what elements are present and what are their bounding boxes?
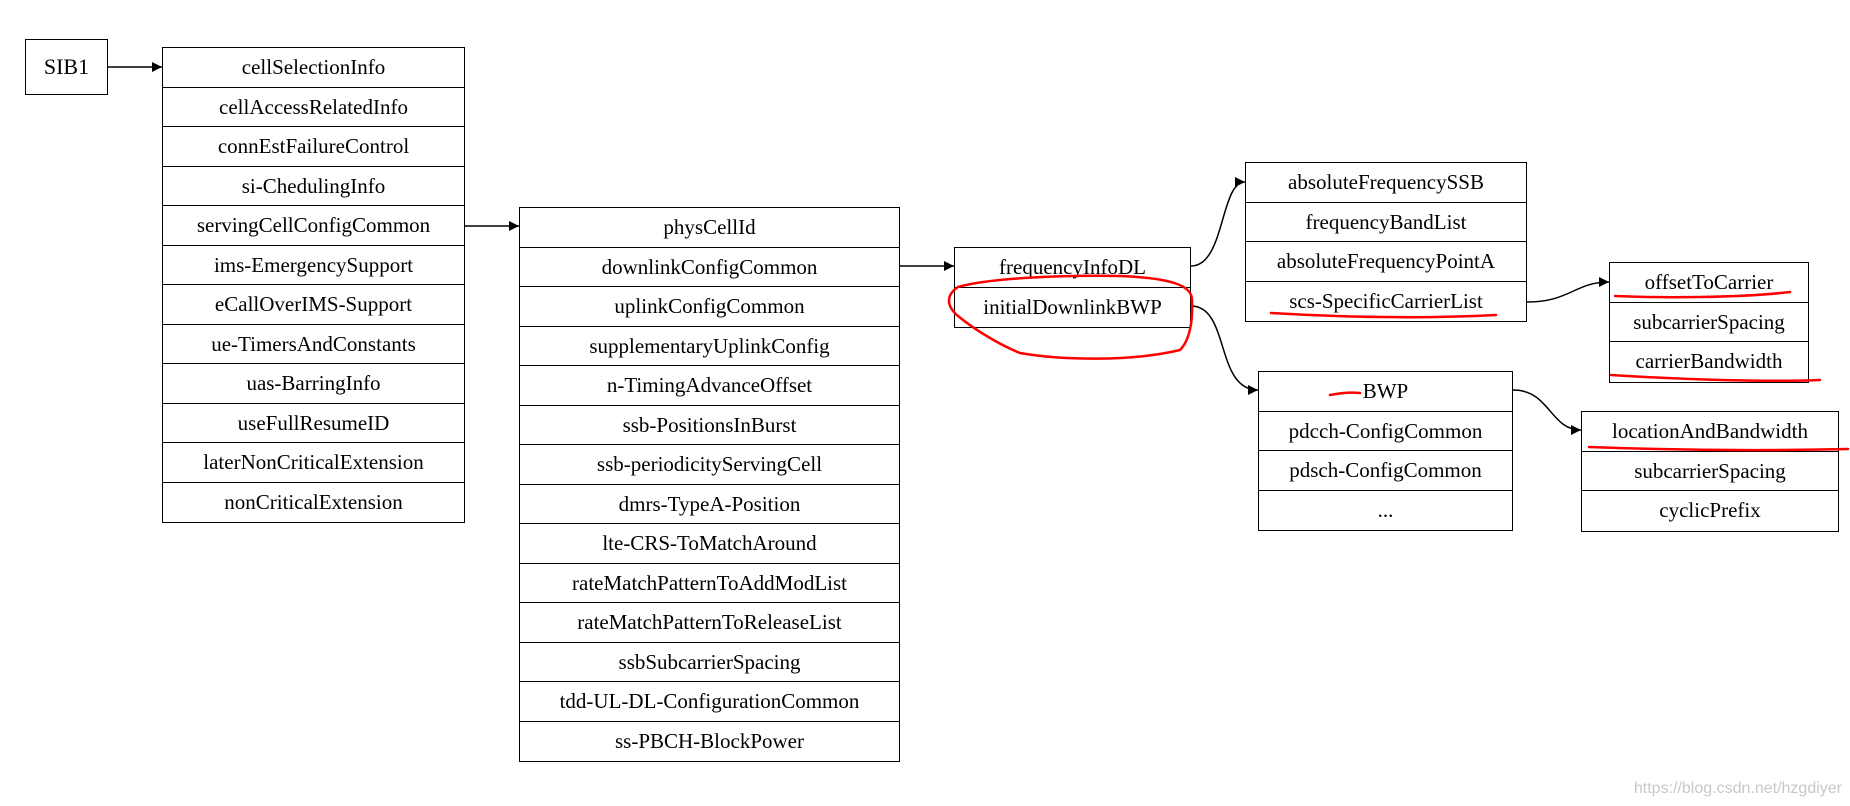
bwp-field: ... (1377, 497, 1394, 522)
sib1-field: useFullResumeID (163, 404, 464, 443)
carrier-field: offsetToCarrier (1610, 263, 1808, 303)
frequency-info-field: absoluteFrequencySSB (1246, 163, 1526, 203)
serving-cell-field: ss-PBCH-BlockPower (614, 728, 804, 753)
frequency-info-field: frequencyBandList (1246, 203, 1526, 242)
watermark: https://blog.csdn.net/hzgdiyer (1633, 780, 1842, 797)
location-field: subcarrierSpacing (1582, 452, 1838, 491)
sib1-field: ue-TimersAndConstants (163, 325, 464, 364)
bwp-field: pdcch-ConfigCommon (1259, 412, 1512, 451)
sib1-field: si-ChedulingInfo (163, 167, 464, 206)
bwp-field: pdsch-ConfigCommon (1259, 451, 1512, 491)
sib1-field: laterNonCriticalExtension (163, 443, 464, 483)
serving-cell-field: tdd-UL-DL-ConfigurationCommon (520, 682, 899, 722)
serving-cell-field: uplinkConfigCommon (520, 287, 899, 327)
serving-cell-config-record: physCellId downlinkConfigCommon uplinkCo… (519, 207, 900, 762)
serving-cell-field: ssbSubcarrierSpacing (520, 643, 899, 682)
downlink-field: initialDownlinkBWP (983, 294, 1162, 319)
bwp-field: BWP (1259, 372, 1512, 412)
sib1-field: ims-EmergencySupport (163, 246, 464, 285)
sib1-node: SIB1 (25, 39, 108, 95)
location-record: locationAndBandwidth subcarrierSpacing c… (1581, 411, 1839, 532)
sib1-field: servingCellConfigCommon (163, 206, 464, 246)
carrier-record: offsetToCarrier subcarrierSpacing carrie… (1609, 262, 1809, 383)
bwp-record: BWP pdcch-ConfigCommon pdsch-ConfigCommo… (1258, 371, 1513, 531)
sib1-field: uas-BarringInfo (163, 364, 464, 404)
carrier-field: subcarrierSpacing (1610, 303, 1808, 342)
sib1-label: SIB1 (43, 54, 90, 79)
serving-cell-field: n-TimingAdvanceOffset (520, 366, 899, 406)
serving-cell-field: physCellId (520, 208, 899, 248)
sib1-field: connEstFailureControl (163, 127, 464, 167)
sib1-field: eCallOverIMS-Support (163, 285, 464, 325)
serving-cell-field: ssb-PositionsInBurst (520, 406, 899, 445)
serving-cell-field: rateMatchPatternToAddModList (520, 564, 899, 603)
sib1-field: nonCriticalExtension (224, 489, 403, 514)
frequency-info-field: scs-SpecificCarrierList (1289, 288, 1483, 313)
serving-cell-field: supplementaryUplinkConfig (520, 327, 899, 366)
serving-cell-field: dmrs-TypeA-Position (520, 485, 899, 524)
frequency-info-field: absoluteFrequencyPointA (1246, 242, 1526, 282)
edge-scs-list (1526, 277, 1610, 303)
sib1-field: cellAccessRelatedInfo (163, 88, 464, 127)
serving-cell-field: lte-CRS-ToMatchAround (520, 524, 899, 564)
serving-cell-field: downlinkConfigCommon (520, 248, 899, 287)
edge-bwp (1512, 389, 1582, 435)
downlink-field: frequencyInfoDL (955, 248, 1190, 288)
sib1-field: cellSelectionInfo (163, 48, 464, 88)
serving-cell-field: rateMatchPatternToReleaseList (520, 603, 899, 643)
carrier-field: carrierBandwidth (1635, 349, 1783, 373)
frequency-info-record: absoluteFrequencySSB frequencyBandList a… (1245, 162, 1527, 322)
location-field: locationAndBandwidth (1582, 412, 1838, 452)
sib1-record: cellSelectionInfo cellAccessRelatedInfo … (162, 47, 465, 523)
downlink-config-record: frequencyInfoDL initialDownlinkBWP (954, 247, 1191, 328)
edge-frequency-info (1190, 177, 1246, 267)
location-field: cyclicPrefix (1659, 498, 1761, 522)
serving-cell-field: ssb-periodicityServingCell (520, 445, 899, 485)
